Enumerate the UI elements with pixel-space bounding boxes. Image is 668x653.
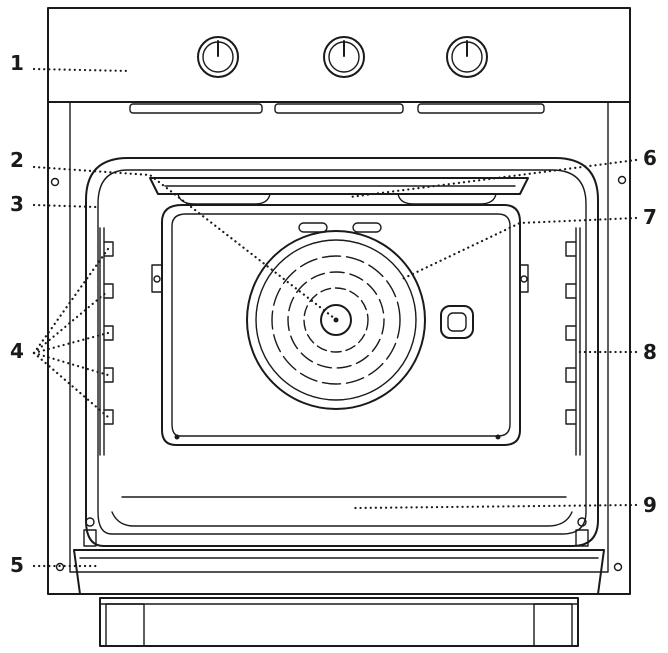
leader-4a	[32, 247, 110, 355]
screw-left	[50, 177, 60, 187]
vent-middle	[274, 103, 404, 114]
convection-fan	[246, 230, 426, 410]
back-panel	[151, 204, 529, 446]
screw-right	[617, 175, 627, 185]
control-panel-frame	[47, 7, 631, 103]
label-5: 5	[10, 553, 24, 577]
leader-1	[32, 67, 132, 73]
knob-3	[446, 36, 488, 78]
leader-4e	[32, 351, 110, 419]
label-9: 9	[643, 493, 657, 517]
outer-frame	[47, 101, 631, 595]
door-edge	[73, 549, 605, 595]
label-8: 8	[643, 340, 657, 364]
vent-left	[129, 103, 263, 114]
oven-door	[73, 517, 605, 595]
leader-2	[32, 165, 336, 320]
leader-9	[353, 503, 638, 510]
screw-bottom-right	[613, 562, 623, 572]
vent-right	[417, 103, 545, 114]
knob-2	[323, 36, 365, 78]
cavity-inner	[97, 169, 587, 535]
control-panel	[47, 7, 631, 103]
label-2: 2	[10, 148, 24, 172]
label-6: 6	[643, 146, 657, 170]
knob-1	[197, 36, 239, 78]
leader-6	[348, 158, 638, 199]
leader-3	[32, 203, 98, 209]
cavity-outer	[85, 157, 599, 547]
screw-bottom-left	[55, 562, 65, 572]
back-panel-frame	[161, 204, 521, 446]
leader-7	[398, 216, 638, 282]
vent-slot-left	[298, 222, 328, 233]
vent-slot-right	[352, 222, 382, 233]
hinge-right	[575, 529, 589, 547]
label-1: 1	[10, 51, 24, 75]
top-heating-element	[149, 177, 529, 205]
cavity-floor-curve	[111, 511, 573, 527]
leader-lines	[32, 67, 638, 568]
back-bracket-right	[519, 264, 529, 293]
label-3: 3	[10, 192, 24, 216]
oven-cavity	[85, 157, 599, 547]
callout-labels: 1 2 3 4 5 6 7 8 9	[10, 51, 657, 577]
oven-lamp	[440, 305, 474, 339]
oven-body	[47, 101, 631, 595]
label-4: 4	[10, 339, 24, 363]
inner-frame	[69, 101, 609, 573]
oven-base	[99, 597, 579, 647]
back-bracket-left	[151, 264, 163, 293]
leader-4b	[32, 289, 110, 355]
shelf-guides-right	[565, 227, 581, 456]
shelf-guides-left	[99, 227, 114, 456]
label-7: 7	[643, 205, 657, 229]
hinge-left	[83, 529, 97, 547]
